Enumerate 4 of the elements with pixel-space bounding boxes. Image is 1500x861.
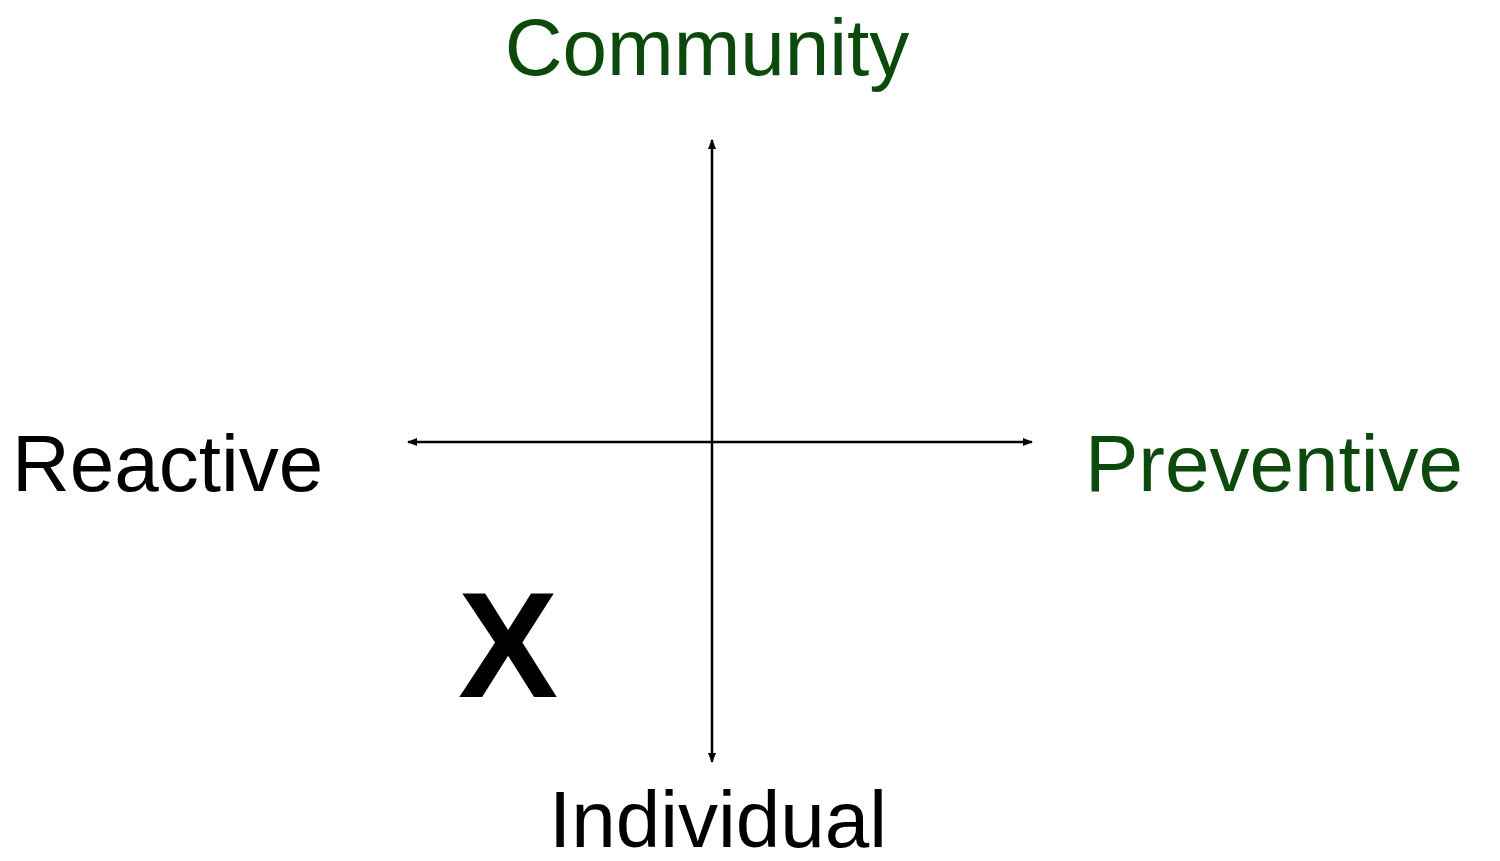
axis-label: Preventive <box>1085 424 1463 504</box>
position-marker: X <box>458 570 559 720</box>
axis-label: Reactive <box>12 424 324 504</box>
axis-label: Individual <box>549 780 887 860</box>
